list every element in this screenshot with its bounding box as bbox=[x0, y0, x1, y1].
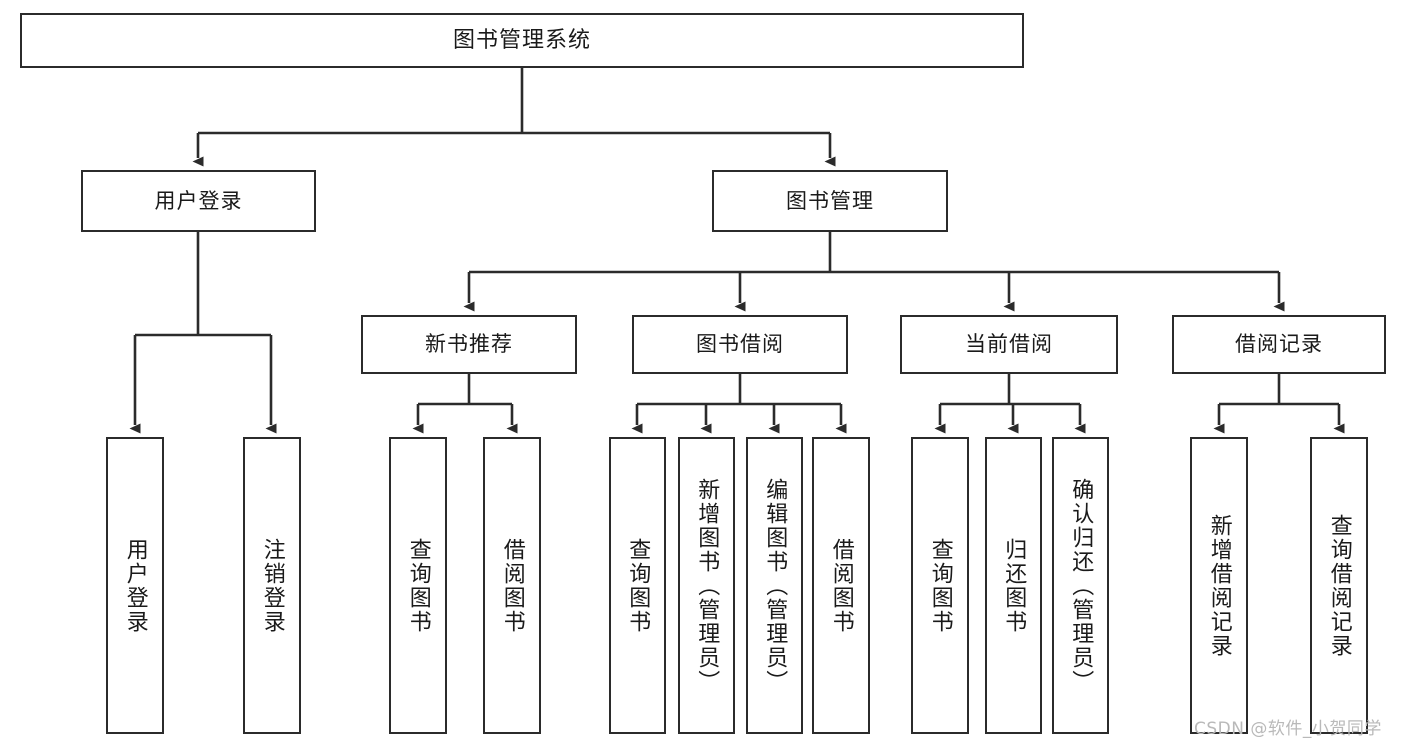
node-label: 借阅记录 bbox=[1235, 332, 1323, 357]
leaf-query-borrowing-record[interactable]: 查询借阅记录 bbox=[1310, 437, 1368, 734]
node-label: 用户登录 bbox=[154, 188, 243, 213]
node-label: 当前借阅 bbox=[965, 332, 1053, 357]
leaf-edit-book-admin[interactable]: 编辑图书（管理员） bbox=[746, 437, 803, 734]
csdn-watermark: CSDN @软件_小贺同学 bbox=[1194, 719, 1382, 739]
leaf-label: 查询图书 bbox=[405, 537, 431, 634]
leaf-label: 新增图书（管理员） bbox=[694, 477, 720, 694]
leaf-label: 归还图书 bbox=[1001, 537, 1027, 634]
leaf-label: 注销登录 bbox=[259, 537, 285, 634]
leaf-query-books-current[interactable]: 查询图书 bbox=[911, 437, 969, 734]
leaf-borrow-books[interactable]: 借阅图书 bbox=[812, 437, 870, 734]
node-book-management[interactable]: 图书管理 bbox=[712, 170, 948, 232]
leaf-label: 编辑图书（管理员） bbox=[762, 477, 788, 694]
leaf-label: 借阅图书 bbox=[828, 537, 854, 634]
node-borrowing-records[interactable]: 借阅记录 bbox=[1172, 315, 1386, 374]
leaf-add-book-admin[interactable]: 新增图书（管理员） bbox=[678, 437, 735, 734]
leaf-label: 查询图书 bbox=[927, 537, 953, 634]
leaf-label: 查询借阅记录 bbox=[1326, 513, 1352, 658]
leaf-return-books[interactable]: 归还图书 bbox=[985, 437, 1042, 734]
node-label: 图书借阅 bbox=[696, 332, 784, 357]
node-label: 图书管理系统 bbox=[452, 27, 591, 53]
leaf-label: 查询图书 bbox=[625, 537, 651, 634]
leaf-logout[interactable]: 注销登录 bbox=[243, 437, 301, 734]
leaf-query-books-new-recommendation[interactable]: 查询图书 bbox=[389, 437, 447, 734]
leaf-add-borrowing-record[interactable]: 新增借阅记录 bbox=[1190, 437, 1248, 734]
leaf-confirm-return-admin[interactable]: 确认归还（管理员） bbox=[1052, 437, 1109, 734]
leaf-borrow-books-new-recommendation[interactable]: 借阅图书 bbox=[483, 437, 541, 734]
node-root-book-management-system[interactable]: 图书管理系统 bbox=[20, 13, 1024, 68]
node-new-book-recommendation[interactable]: 新书推荐 bbox=[361, 315, 577, 374]
node-label: 新书推荐 bbox=[425, 332, 513, 357]
leaf-label: 借阅图书 bbox=[499, 537, 525, 634]
node-user-login[interactable]: 用户登录 bbox=[81, 170, 316, 232]
leaf-label: 确认归还（管理员） bbox=[1068, 477, 1094, 694]
node-current-borrowing[interactable]: 当前借阅 bbox=[900, 315, 1118, 374]
leaf-query-books-borrowing[interactable]: 查询图书 bbox=[609, 437, 666, 734]
leaf-label: 新增借阅记录 bbox=[1206, 513, 1232, 658]
node-book-borrowing[interactable]: 图书借阅 bbox=[632, 315, 848, 374]
leaf-user-login[interactable]: 用户登录 bbox=[106, 437, 164, 734]
leaf-label: 用户登录 bbox=[122, 537, 148, 634]
node-label: 图书管理 bbox=[786, 188, 874, 213]
